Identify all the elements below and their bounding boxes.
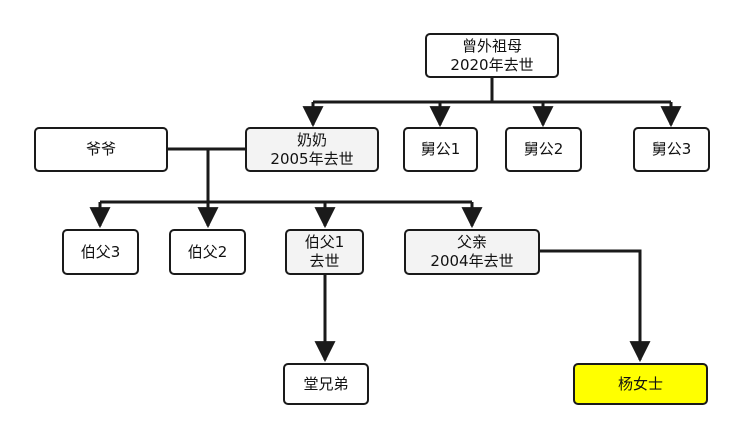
- node-great-grandmother: 曾外祖母 2020年去世: [425, 33, 559, 78]
- node-label: 舅公3: [651, 140, 692, 158]
- node-label: 奶奶: [296, 130, 327, 149]
- node-label: 伯父2: [187, 242, 228, 261]
- node-label: 爷爷: [85, 140, 116, 158]
- node-ms-yang: 杨女士: [573, 363, 708, 405]
- node-great-uncle-2: 舅公2: [505, 127, 582, 172]
- node-label: 伯父3: [80, 242, 121, 261]
- node-sublabel: 2004年去世: [430, 252, 514, 270]
- node-grandpa: 爷爷: [34, 127, 168, 172]
- arrow-to-ms-yang: [540, 249, 651, 363]
- node-sublabel: 2020年去世: [450, 55, 534, 74]
- node-uncle-1: 伯父1 去世: [285, 229, 364, 275]
- node-label: 父亲: [456, 233, 487, 251]
- node-grandma: 奶奶 2005年去世: [245, 127, 379, 172]
- node-uncle-2: 伯父2: [169, 229, 246, 275]
- node-uncle-3: 伯父3: [62, 229, 139, 275]
- node-cousins: 堂兄弟: [283, 363, 369, 405]
- node-great-uncle-1: 舅公1: [403, 127, 478, 172]
- node-great-uncle-3: 舅公3: [633, 127, 710, 172]
- node-label: 伯父1: [304, 233, 345, 251]
- node-label: 曾外祖母: [461, 36, 522, 55]
- node-sublabel: 2005年去世: [270, 149, 354, 168]
- node-label: 堂兄弟: [303, 374, 349, 393]
- node-label: 杨女士: [617, 374, 663, 393]
- node-label: 舅公1: [420, 140, 461, 158]
- node-father: 父亲 2004年去世: [404, 229, 540, 275]
- node-sublabel: 去世: [309, 252, 340, 270]
- node-label: 舅公2: [523, 140, 564, 158]
